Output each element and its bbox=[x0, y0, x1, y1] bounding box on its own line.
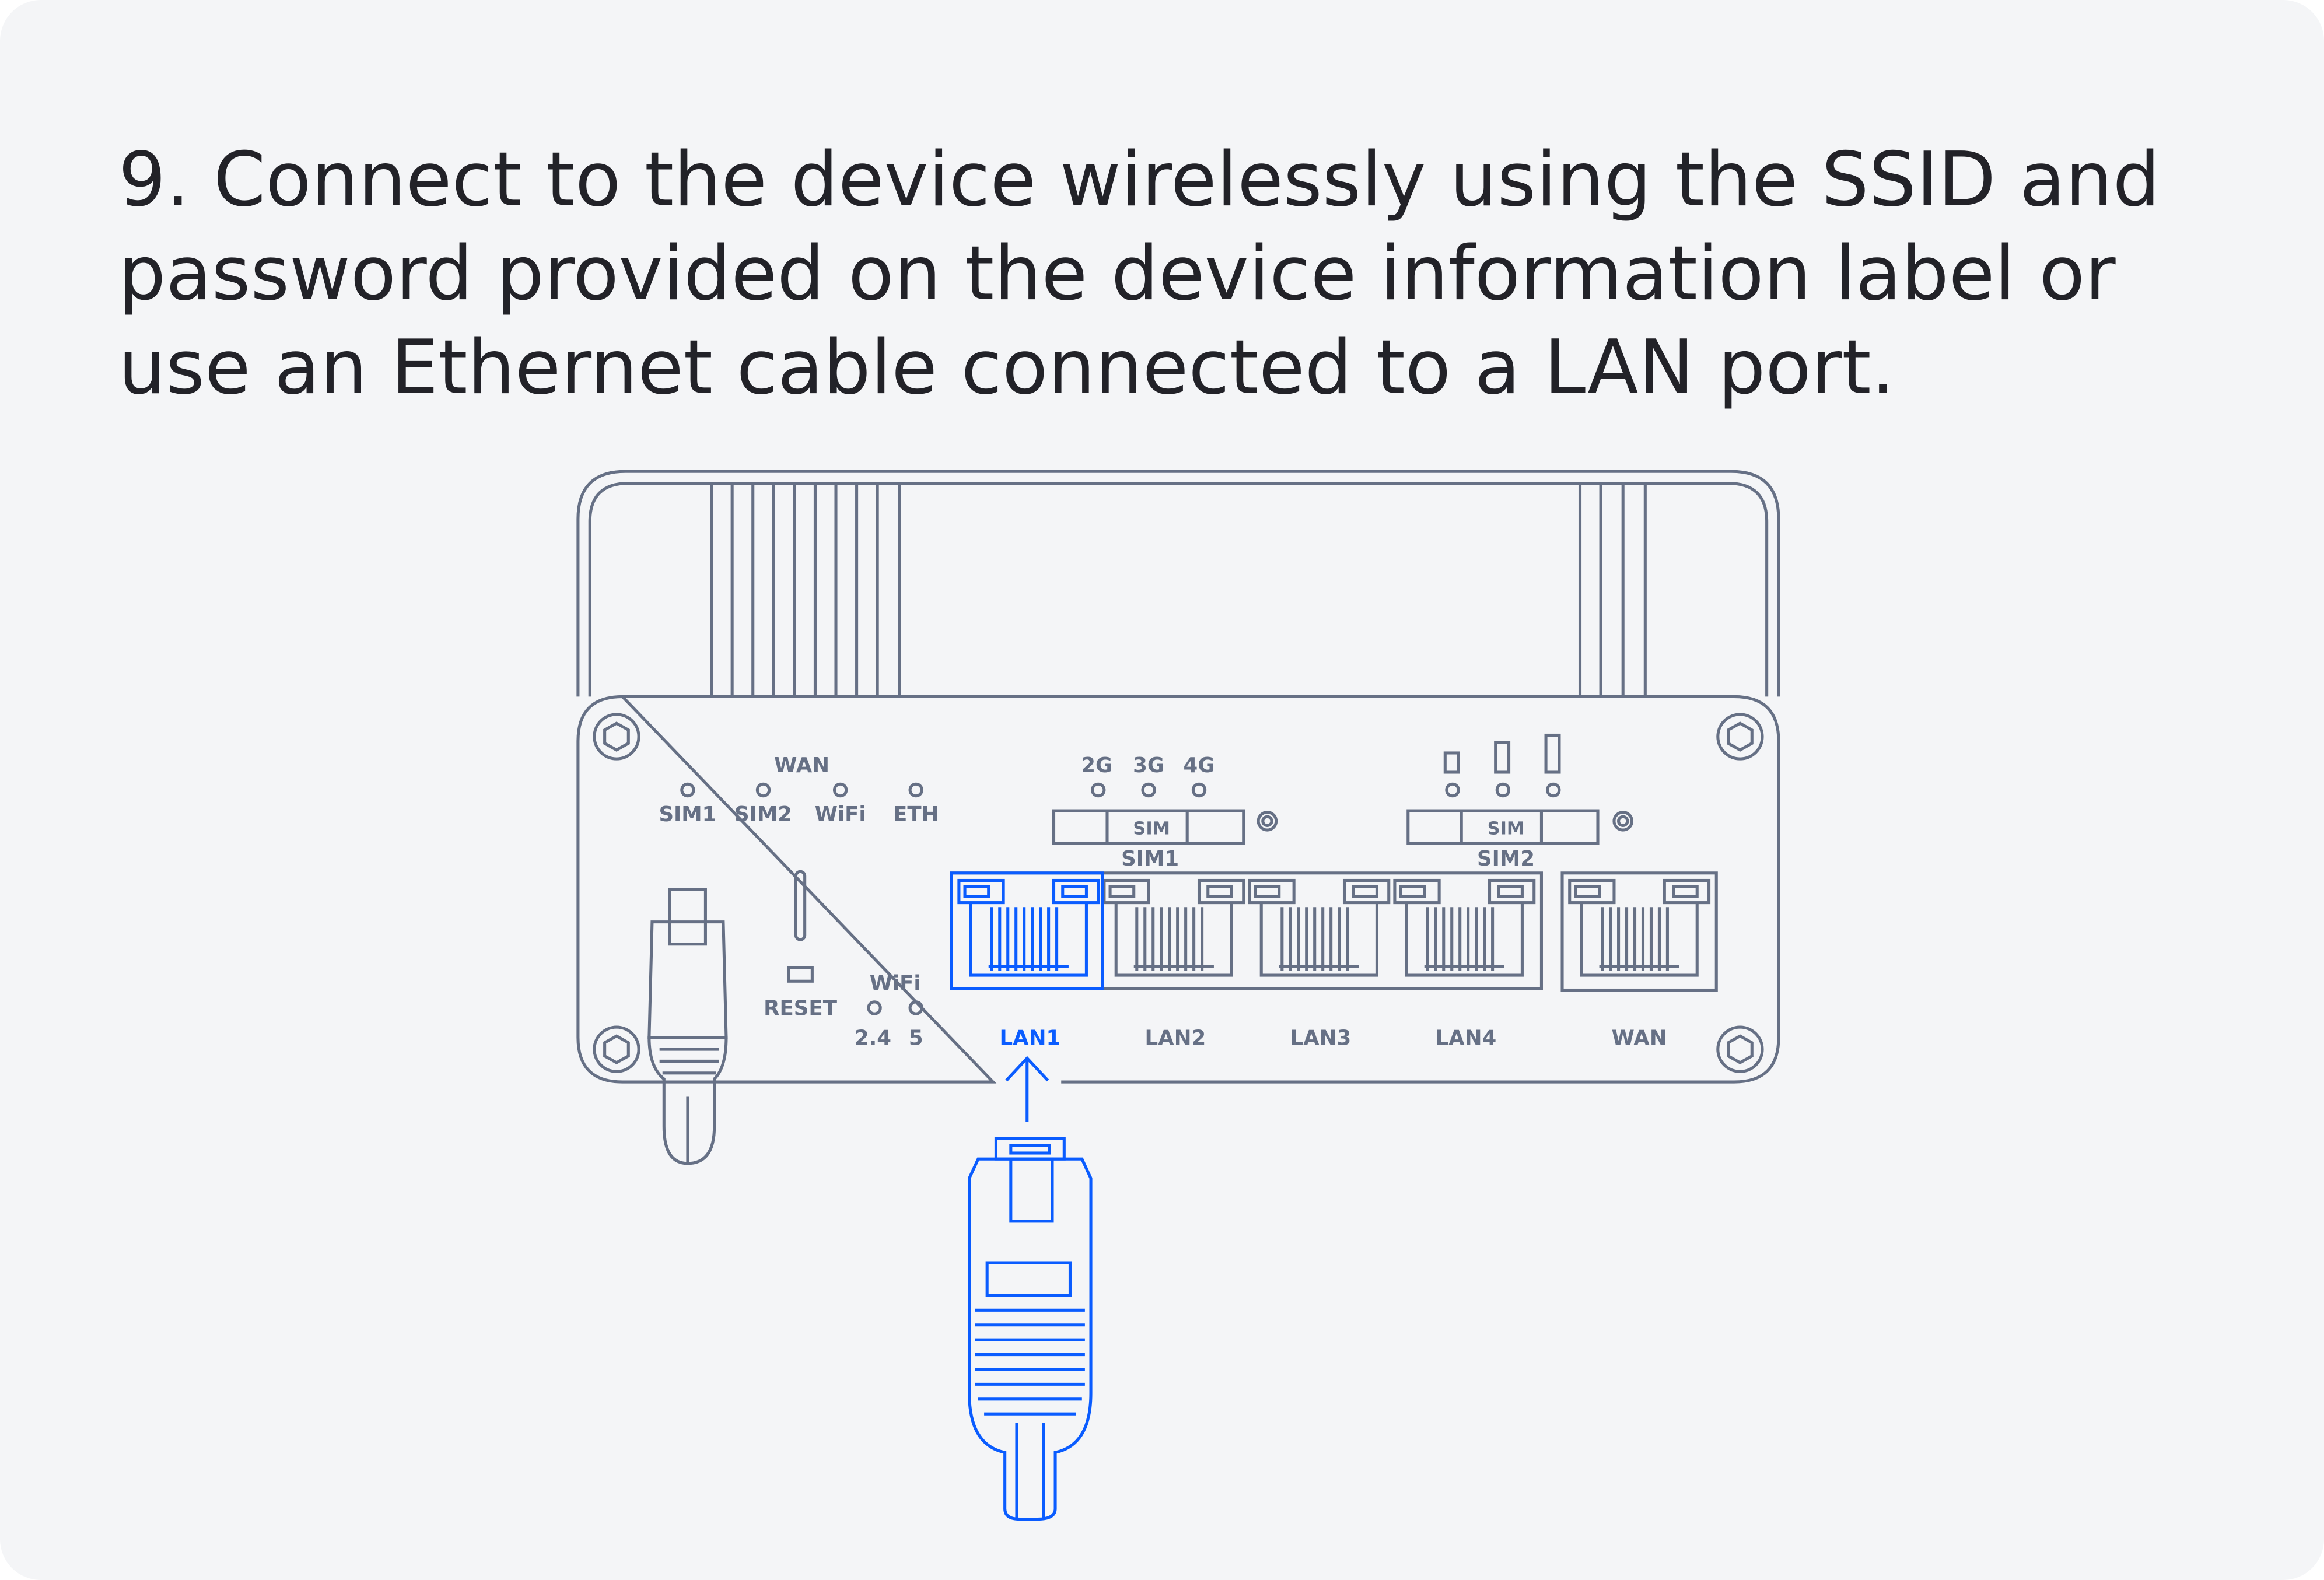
reset-label: RESET bbox=[764, 997, 838, 1021]
router-body bbox=[576, 470, 1780, 1084]
screw-icons bbox=[593, 713, 1764, 1073]
port-lan4[interactable] bbox=[1393, 878, 1536, 977]
port-label-lan2: LAN2 bbox=[1145, 1027, 1206, 1050]
connected-cable-icon bbox=[648, 888, 728, 1165]
port-wan[interactable] bbox=[1568, 878, 1711, 977]
status-leds bbox=[680, 782, 923, 798]
sim-slot-2[interactable]: SIM bbox=[1406, 809, 1633, 845]
port-label-lan3: LAN3 bbox=[1290, 1027, 1352, 1050]
port-lan3[interactable] bbox=[1248, 878, 1391, 977]
led-label-sim1: SIM1 bbox=[659, 803, 716, 826]
port-label-wan: WAN bbox=[1612, 1027, 1667, 1050]
port-label-lan4: LAN4 bbox=[1436, 1027, 1497, 1050]
wifi-led-group-label: WiFi bbox=[870, 972, 921, 996]
port-lan1[interactable] bbox=[957, 878, 1100, 977]
screw-icon bbox=[1716, 1025, 1764, 1073]
usb-slot bbox=[794, 870, 807, 941]
led-label-2g: 2G bbox=[1081, 754, 1112, 777]
led-label-4g: 4G bbox=[1184, 754, 1215, 777]
led-label-3g: 3G bbox=[1133, 754, 1164, 777]
wifi-24-led bbox=[867, 1000, 882, 1015]
wifi-24-label: 2.4 bbox=[855, 1027, 891, 1050]
svg-text:SIM: SIM bbox=[1133, 819, 1170, 839]
svg-text:SIM: SIM bbox=[1488, 819, 1525, 839]
led-label-wifi: WiFi bbox=[815, 803, 866, 826]
port-lan2[interactable] bbox=[1102, 878, 1245, 977]
sim2-label: SIM2 bbox=[1477, 847, 1535, 871]
sim1-label: SIM1 bbox=[1121, 847, 1179, 871]
led-label-eth: ETH bbox=[893, 803, 939, 826]
lan1-highlight bbox=[950, 871, 1104, 990]
network-leds bbox=[1091, 782, 1207, 798]
wifi-5-led bbox=[908, 1000, 923, 1015]
port-label-lan1: LAN1 bbox=[1000, 1027, 1061, 1050]
led-label-sim2: SIM2 bbox=[734, 803, 792, 826]
sim-slot-1[interactable]: SIM bbox=[1052, 809, 1278, 845]
wan-port-block bbox=[1560, 871, 1718, 992]
wan-led-group-label: WAN bbox=[774, 754, 830, 777]
signal-strength-icon bbox=[1443, 733, 1561, 798]
cooling-fins bbox=[710, 483, 1647, 697]
screw-icon bbox=[593, 713, 640, 761]
ethernet-cable-icon bbox=[968, 1137, 1093, 1521]
screw-icon bbox=[593, 1025, 640, 1073]
screw-icon bbox=[1716, 713, 1764, 761]
instruction-title: 9. Connect to the device wirelessly usin… bbox=[118, 136, 2160, 411]
insert-arrow-icon bbox=[1005, 1056, 1049, 1122]
reset-button[interactable] bbox=[787, 966, 814, 983]
wifi-5-label: 5 bbox=[909, 1027, 923, 1050]
